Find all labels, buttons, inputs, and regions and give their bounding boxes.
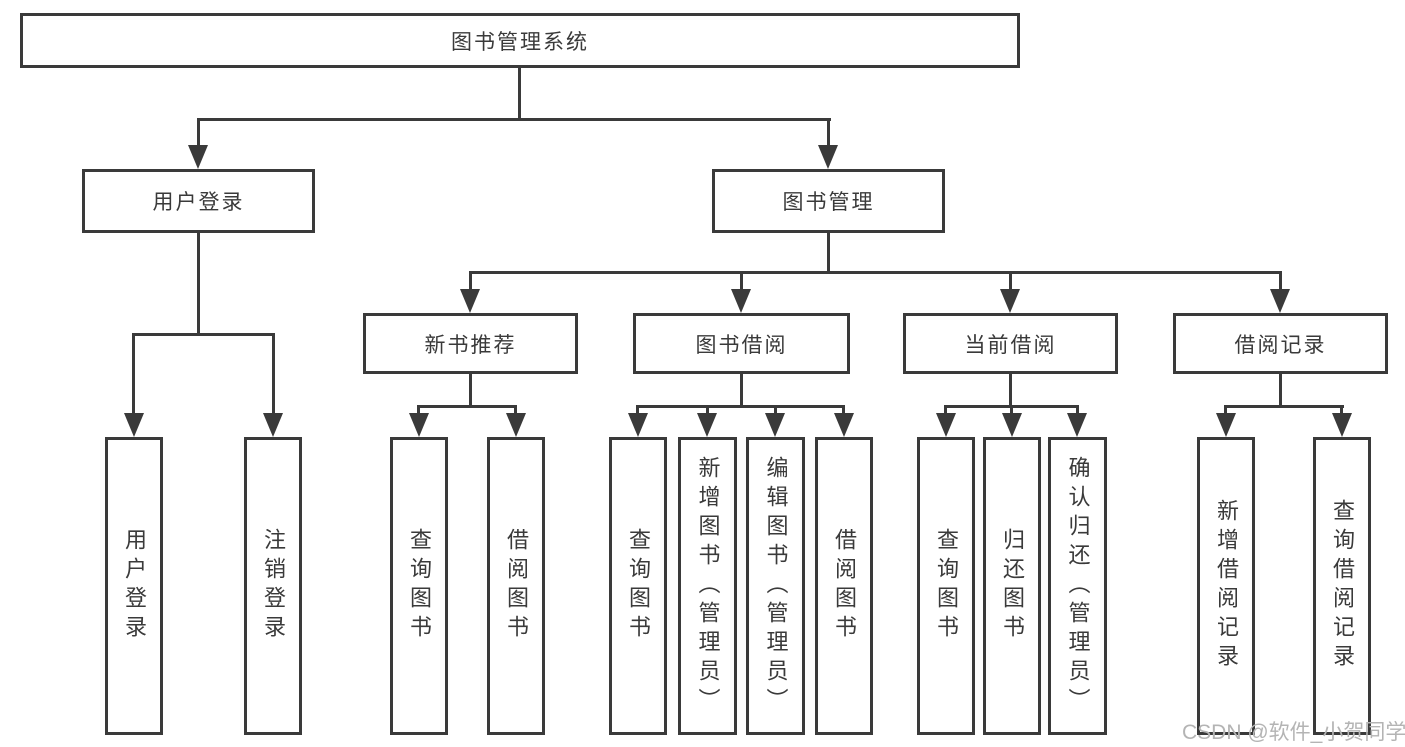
connector-line bbox=[197, 233, 200, 335]
arrow-down-icon bbox=[628, 413, 648, 437]
arrow-down-icon bbox=[1216, 413, 1236, 437]
leaf-confirm-return-admin-label: 确认归还（管理员） bbox=[1065, 455, 1091, 717]
leaf-add-borrow-record-label: 新增借阅记录 bbox=[1214, 499, 1239, 673]
arrow-down-icon bbox=[1270, 289, 1290, 313]
connector-line bbox=[417, 405, 517, 408]
arrow-down-icon bbox=[765, 413, 785, 437]
connector-line bbox=[514, 405, 517, 415]
leaf-logout-login-label: 注销登录 bbox=[261, 528, 286, 644]
arrow-down-icon bbox=[460, 289, 480, 313]
csdn-watermark: CSDN @软件_小贺同学 bbox=[1182, 721, 1405, 744]
node-book-borrow-label: 图书借阅 bbox=[695, 333, 788, 357]
connector-line bbox=[636, 405, 639, 415]
leaf-query-books-borrow: 查询图书 bbox=[609, 437, 667, 735]
arrow-down-icon bbox=[936, 413, 956, 437]
connector-line bbox=[1224, 405, 1227, 415]
connector-line bbox=[417, 405, 420, 415]
leaf-add-borrow-record: 新增借阅记录 bbox=[1197, 437, 1255, 735]
arrow-down-icon bbox=[409, 413, 429, 437]
leaf-borrow-books-new-label: 借阅图书 bbox=[504, 528, 529, 644]
leaf-query-borrow-record: 查询借阅记录 bbox=[1313, 437, 1371, 735]
node-user-login: 用户登录 bbox=[82, 169, 315, 233]
connector-line bbox=[944, 405, 947, 415]
connector-line bbox=[132, 333, 135, 413]
connector-line bbox=[1076, 405, 1079, 415]
connector-line bbox=[706, 405, 709, 415]
node-book-mgmt: 图书管理 bbox=[712, 169, 945, 233]
connector-line bbox=[197, 118, 831, 121]
connector-line bbox=[197, 118, 200, 150]
node-root: 图书管理系统 bbox=[20, 13, 1020, 68]
connector-line bbox=[1279, 374, 1282, 407]
leaf-query-borrow-record-label: 查询借阅记录 bbox=[1330, 499, 1355, 673]
connector-line bbox=[518, 68, 521, 121]
connector-line bbox=[272, 333, 275, 413]
arrow-down-icon bbox=[506, 413, 526, 437]
connector-line bbox=[636, 405, 845, 408]
arrow-down-icon bbox=[731, 289, 751, 313]
leaf-add-books-admin-label: 新增图书（管理员） bbox=[695, 455, 721, 717]
connector-line bbox=[1009, 271, 1012, 293]
leaf-query-books-borrow-label: 查询图书 bbox=[626, 528, 651, 644]
leaf-return-books-label: 归还图书 bbox=[1000, 528, 1025, 644]
node-borrow-records: 借阅记录 bbox=[1173, 313, 1388, 374]
node-new-books: 新书推荐 bbox=[363, 313, 578, 374]
connector-line bbox=[132, 333, 275, 336]
arrow-down-icon bbox=[263, 413, 283, 437]
arrow-down-icon bbox=[697, 413, 717, 437]
leaf-borrow-books-label: 借阅图书 bbox=[832, 528, 857, 644]
leaf-borrow-books: 借阅图书 bbox=[815, 437, 873, 735]
leaf-logout-login: 注销登录 bbox=[244, 437, 302, 735]
leaf-query-books-current: 查询图书 bbox=[917, 437, 975, 735]
arrow-down-icon bbox=[188, 145, 208, 169]
leaf-query-books-new: 查询图书 bbox=[390, 437, 448, 735]
connector-line bbox=[1224, 405, 1344, 408]
connector-line bbox=[469, 374, 472, 407]
connector-line bbox=[1340, 405, 1343, 415]
node-book-mgmt-label: 图书管理 bbox=[782, 191, 875, 214]
connector-line bbox=[469, 271, 472, 293]
leaf-query-books-current-label: 查询图书 bbox=[934, 528, 959, 644]
node-user-login-label: 用户登录 bbox=[152, 191, 245, 214]
arrow-down-icon bbox=[834, 413, 854, 437]
leaf-confirm-return-admin: 确认归还（管理员） bbox=[1048, 437, 1107, 735]
leaf-borrow-books-new: 借阅图书 bbox=[487, 437, 545, 735]
arrow-down-icon bbox=[818, 145, 838, 169]
connector-line bbox=[740, 271, 743, 293]
node-root-label: 图书管理系统 bbox=[451, 30, 589, 54]
connector-line bbox=[827, 118, 830, 150]
connector-line bbox=[827, 233, 830, 273]
leaf-user-login-label: 用户登录 bbox=[122, 528, 147, 644]
leaf-return-books: 归还图书 bbox=[983, 437, 1041, 735]
node-book-borrow: 图书借阅 bbox=[633, 313, 850, 374]
node-current-borrow-label: 当前借阅 bbox=[964, 333, 1057, 357]
connector-line bbox=[740, 374, 743, 407]
connector-line bbox=[774, 405, 777, 415]
connector-line bbox=[842, 405, 845, 415]
leaf-user-login: 用户登录 bbox=[105, 437, 163, 735]
connector-line bbox=[1010, 405, 1013, 415]
connector-line bbox=[1009, 374, 1012, 407]
connector-line bbox=[1279, 271, 1282, 293]
node-current-borrow: 当前借阅 bbox=[903, 313, 1118, 374]
arrow-down-icon bbox=[1332, 413, 1352, 437]
leaf-edit-books-admin-label: 编辑图书（管理员） bbox=[763, 455, 789, 717]
leaf-query-books-new-label: 查询图书 bbox=[407, 528, 432, 644]
node-new-books-label: 新书推荐 bbox=[424, 333, 517, 357]
leaf-edit-books-admin: 编辑图书（管理员） bbox=[746, 437, 805, 735]
arrow-down-icon bbox=[1002, 413, 1022, 437]
arrow-down-icon bbox=[1067, 413, 1087, 437]
connector-line bbox=[469, 271, 1282, 274]
arrow-down-icon bbox=[124, 413, 144, 437]
leaf-add-books-admin: 新增图书（管理员） bbox=[678, 437, 737, 735]
node-borrow-records-label: 借阅记录 bbox=[1234, 333, 1327, 357]
arrow-down-icon bbox=[1000, 289, 1020, 313]
